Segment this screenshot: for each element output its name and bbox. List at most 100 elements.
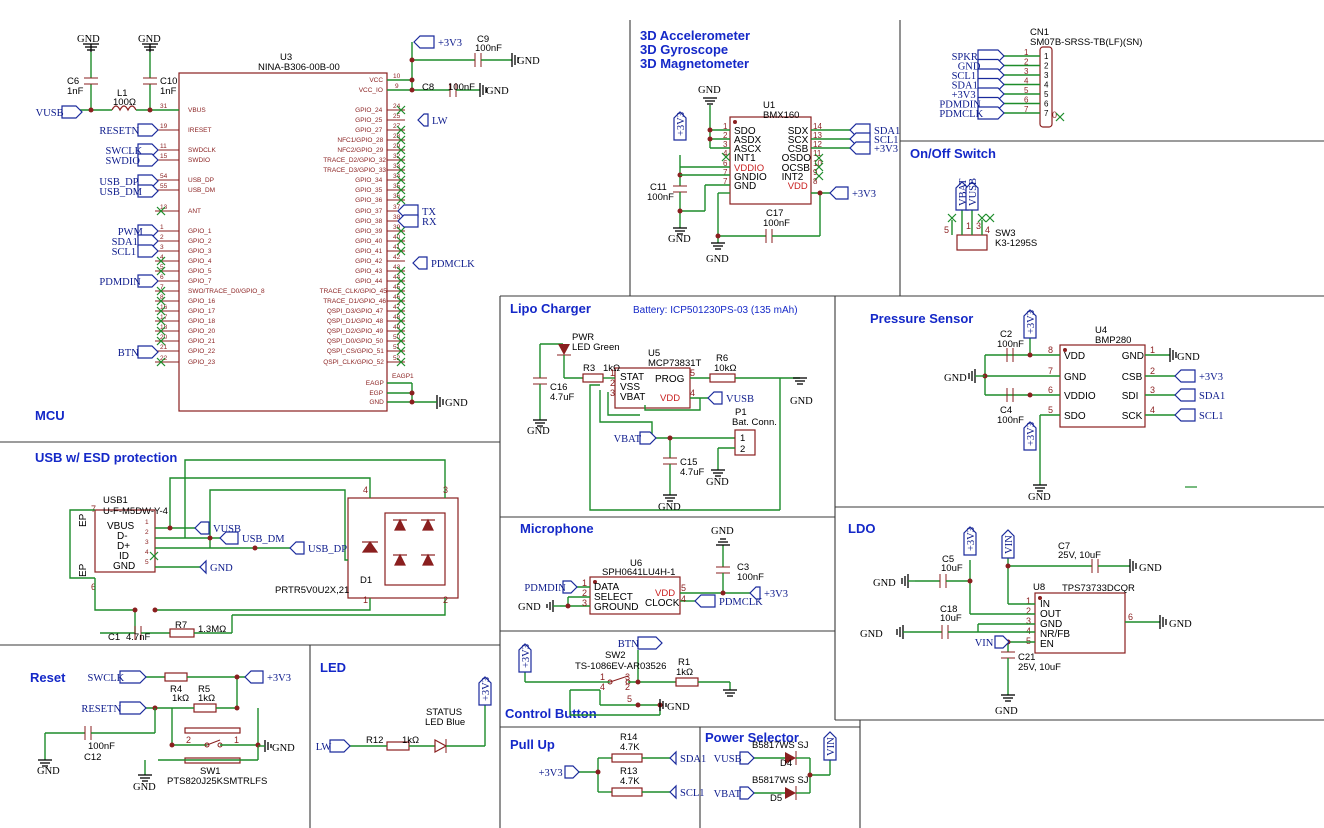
svg-text:5: 5 [1024, 86, 1029, 95]
svg-text:PRTR5V0U2X,21: PRTR5V0U2X,21 [275, 585, 349, 596]
svg-text:U5: U5 [648, 348, 660, 359]
svg-text:GND: GND [37, 766, 60, 777]
u3-pin-label: GPIO_16 [188, 298, 215, 305]
svg-text:6: 6 [1048, 385, 1053, 395]
gnd-label: GND [77, 34, 100, 45]
mcu-section: U3 NINA-B306-00B-00 VBUS31IRESET19SWDCLK… [64, 34, 540, 412]
title-led: LED [320, 660, 346, 675]
u3-pin-label: GPIO_27 [355, 127, 382, 134]
net-flag-vusb: VUSB [714, 751, 755, 765]
u1-pin-label: OCSB [782, 163, 811, 174]
svg-text:2: 2 [186, 735, 191, 745]
u3-left-pins: VBUS31IRESET19SWDCLK11SWDIO15USB_DP54USB… [155, 103, 265, 367]
net-flag-v33: +3V3 [478, 676, 492, 706]
svg-text:GND: GND [445, 398, 468, 409]
svg-text:STAT: STAT [620, 372, 644, 383]
svg-text:U-F-M5DW-Y-4: U-F-M5DW-Y-4 [103, 506, 168, 517]
u3-pin-label: EAGP [366, 380, 384, 387]
u3-pin-label: GPIO_7 [188, 278, 212, 285]
svg-text:1: 1 [234, 735, 239, 745]
svg-text:2: 2 [145, 529, 149, 536]
svg-text:+3V3: +3V3 [1026, 310, 1037, 334]
net-flag-lw: LW [417, 113, 448, 127]
svg-text:10kΩ: 10kΩ [714, 363, 736, 374]
svg-text:PDMDIN: PDMDIN [939, 100, 981, 111]
svg-text:1: 1 [1150, 345, 1155, 355]
net-flag-vbat: VBAT [614, 431, 657, 445]
u3-pin-label: NFC2/GPIO_29 [337, 147, 383, 154]
svg-text:5: 5 [160, 264, 164, 271]
u4-pin-label: SDO [1064, 411, 1086, 422]
u3-pin-label: QSPI_CLK/GPIO_52 [323, 359, 384, 366]
svg-text:VIN: VIN [826, 737, 837, 756]
svg-text:GND: GND [860, 629, 883, 640]
u3-pin-label: ANT [188, 208, 201, 215]
svg-text:6: 6 [91, 582, 96, 592]
u3-pin-label: VBUS [188, 107, 206, 114]
svg-text:GND: GND [1177, 352, 1200, 363]
svg-text:3: 3 [582, 598, 587, 608]
svg-text:1: 1 [723, 122, 728, 131]
svg-text:DATA: DATA [594, 582, 620, 593]
svg-text:SDA1: SDA1 [1199, 391, 1225, 402]
net-flag-scl1: SCL1 [112, 244, 159, 258]
svg-text:4: 4 [1026, 626, 1031, 636]
svg-text:VSS: VSS [620, 382, 640, 393]
svg-text:BMP280: BMP280 [1095, 335, 1131, 346]
svg-text:R1: R1 [678, 657, 690, 668]
svg-text:PWR: PWR [572, 332, 594, 343]
svg-text:D4: D4 [780, 758, 792, 769]
net-flag-swdio: SWDIO [106, 153, 159, 167]
svg-text:SCL1: SCL1 [680, 788, 705, 799]
svg-text:SELECT: SELECT [594, 592, 633, 603]
net-flag-vbat: VBAT [714, 786, 755, 800]
svg-text:VUSB: VUSB [36, 108, 64, 119]
svg-text:R3: R3 [583, 363, 595, 374]
svg-text:GND: GND [1139, 563, 1162, 574]
svg-text:SDA1: SDA1 [680, 754, 706, 765]
svg-text:C17: C17 [766, 208, 783, 219]
svg-text:VIN: VIN [975, 638, 994, 649]
svg-text:R14: R14 [620, 732, 637, 743]
svg-text:GND: GND [706, 254, 729, 265]
svg-text:C9: C9 [477, 34, 489, 45]
net-flag-v33: +3V3 [518, 643, 532, 673]
svg-text:R12: R12 [366, 735, 383, 746]
svg-text:GND: GND [527, 426, 550, 437]
svg-text:2: 2 [723, 131, 728, 140]
net-flag-vin: VIN [975, 635, 1010, 649]
svg-text:10uF: 10uF [941, 563, 963, 574]
svg-text:USB_DP: USB_DP [99, 177, 138, 188]
svg-text:2: 2 [1026, 606, 1031, 616]
svg-text:NR/FB: NR/FB [1040, 629, 1070, 640]
u4-pin-label: SCK [1122, 411, 1143, 422]
svg-text:4: 4 [160, 254, 164, 261]
svg-text:VUSB: VUSB [968, 178, 979, 206]
svg-text:VDD: VDD [660, 393, 680, 404]
u3-pin-label: GPIO_24 [355, 107, 382, 114]
svg-text:31: 31 [160, 103, 168, 110]
u3-pin-label: GPIO_4 [188, 258, 212, 265]
svg-text:4: 4 [1150, 405, 1155, 415]
u3-pin-label: GPIO_39 [355, 228, 382, 235]
svg-text:BMX160: BMX160 [763, 110, 799, 121]
u3-pin-label: GPIO_37 [355, 208, 382, 215]
net-flag-pdmclk: PDMCLK [939, 106, 1005, 120]
svg-text:4: 4 [985, 225, 990, 235]
svg-text:TPS73733DCQR: TPS73733DCQR [1062, 583, 1135, 594]
svg-text:PTS820J25KSMTRLFS: PTS820J25KSMTRLFS [167, 776, 267, 787]
svg-text:SW3: SW3 [995, 228, 1016, 239]
svg-text:1: 1 [160, 224, 164, 231]
svg-text:TS-1086EV-AR03526: TS-1086EV-AR03526 [575, 661, 666, 672]
svg-text:1kΩ: 1kΩ [676, 667, 693, 678]
svg-text:GROUND: GROUND [594, 602, 638, 613]
svg-text:5: 5 [627, 694, 632, 704]
svg-text:K3-1295S: K3-1295S [995, 238, 1037, 249]
u3-pin-label: GPIO_5 [188, 268, 212, 275]
svg-text:LED Green: LED Green [572, 342, 620, 353]
svg-text:GND: GND [790, 396, 813, 407]
